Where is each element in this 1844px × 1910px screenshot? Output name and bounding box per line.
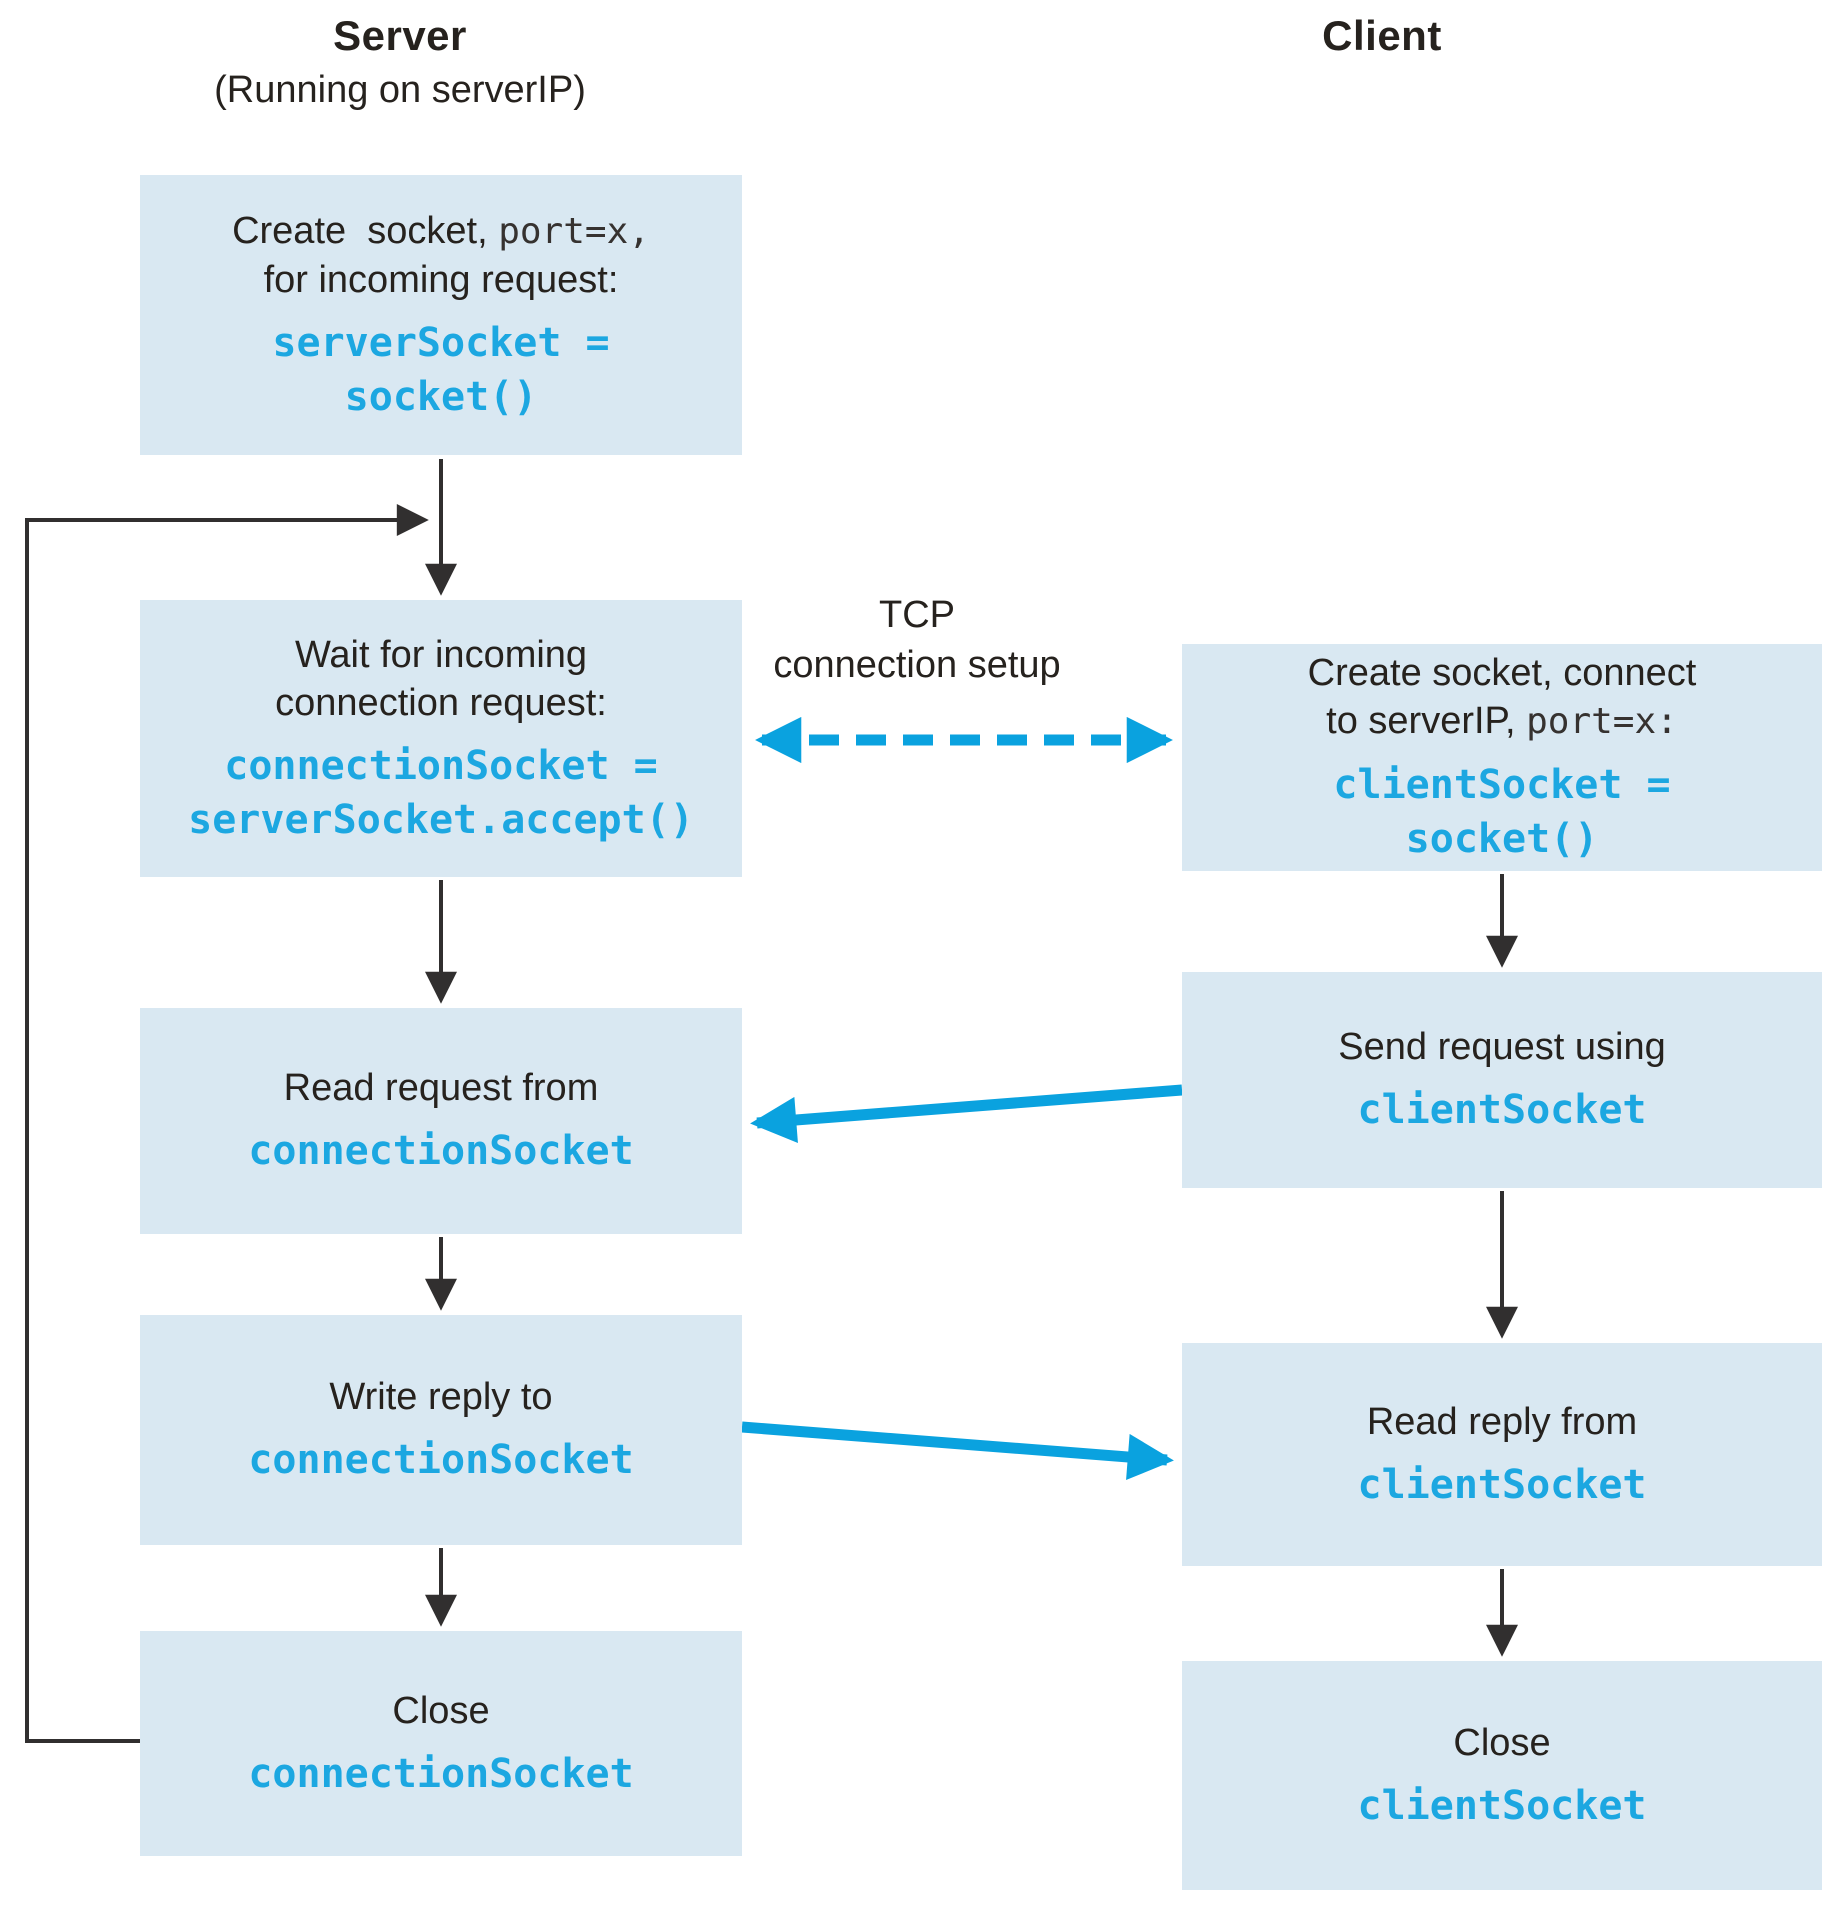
code-line: clientSocket <box>1357 1087 1647 1133</box>
server-column-subtitle: (Running on serverIP) <box>214 69 586 111</box>
box-text-line: Write reply to <box>329 1376 553 1418</box>
code-block: clientSocket <box>1358 1779 1647 1833</box>
code-line: socket() <box>344 373 538 420</box>
box-text-line: Read reply from <box>1366 1400 1638 1443</box>
code-line: serverSocket = <box>272 319 610 366</box>
box-text-line: Create socket, port=x, <box>232 209 650 252</box>
reply-arrow <box>741 1421 1174 1480</box>
inline-code: port=x, <box>498 210 650 252</box>
loopback-line <box>25 504 429 1743</box>
box-text-line: Send request using <box>1338 1026 1666 1068</box>
code-line: clientSocket = <box>1333 762 1671 808</box>
box-text-line: Read request from <box>283 1067 599 1109</box>
client-box-close: Close clientSocket <box>1182 1661 1822 1890</box>
box-text-line: Create socket, connect <box>1307 652 1697 694</box>
server-box-wait-connection: Wait for incoming connection request: co… <box>140 600 742 877</box>
box-text-line: connection request: <box>275 681 607 724</box>
code-line: connectionSocket <box>248 1128 634 1174</box>
code-block: connectionSocket <box>248 1433 633 1487</box>
box-text-line: Close <box>392 1689 490 1732</box>
code-block: connectionSocket <box>248 1747 633 1801</box>
server-box-create-socket: Create socket, port=x, for incoming requ… <box>140 175 742 455</box>
code-block: clientSocket <box>1358 1458 1647 1512</box>
tcp-setup-label-line1: TCP <box>879 594 955 636</box>
code-line: clientSocket <box>1357 1782 1647 1829</box>
client-box-create-socket: Create socket, connect to serverIP, port… <box>1182 644 1822 871</box>
code-block: clientSocket = socket() <box>1333 758 1670 866</box>
code-block: clientSocket <box>1358 1083 1647 1137</box>
server-box-close: Close connectionSocket <box>140 1631 742 1856</box>
code-block: connectionSocket = serverSocket.accept() <box>188 739 694 847</box>
client-box-read-reply: Read reply from clientSocket <box>1182 1343 1822 1566</box>
code-line: connectionSocket <box>248 1750 634 1797</box>
request-arrow <box>750 1084 1183 1143</box>
code-line: serverSocket.accept() <box>188 796 694 843</box>
code-line: socket() <box>1405 816 1599 862</box>
server-box-read-request: Read request from connectionSocket <box>140 1008 742 1234</box>
box-text-line: for incoming request: <box>263 258 619 301</box>
code-line: connectionSocket <box>248 1437 634 1483</box>
tcp-setup-label-line2: connection setup <box>773 644 1061 686</box>
client-column-title: Client <box>1322 12 1442 59</box>
box-text-line: Close <box>1453 1721 1551 1764</box>
code-block: connectionSocket <box>248 1124 633 1178</box>
code-block: serverSocket = socket() <box>272 316 609 424</box>
box-text-line: Wait for incoming <box>294 633 588 676</box>
server-box-write-reply: Write reply to connectionSocket <box>140 1315 742 1545</box>
inline-code: port=x: <box>1526 701 1678 742</box>
client-box-send-request: Send request using clientSocket <box>1182 972 1822 1188</box>
code-line: connectionSocket = <box>224 742 658 789</box>
server-column-title: Server <box>333 12 467 59</box>
tcp-setup-label: TCP connection setup <box>667 590 1167 690</box>
box-text-line: to serverIP, port=x: <box>1326 700 1678 742</box>
code-line: clientSocket <box>1357 1461 1647 1508</box>
